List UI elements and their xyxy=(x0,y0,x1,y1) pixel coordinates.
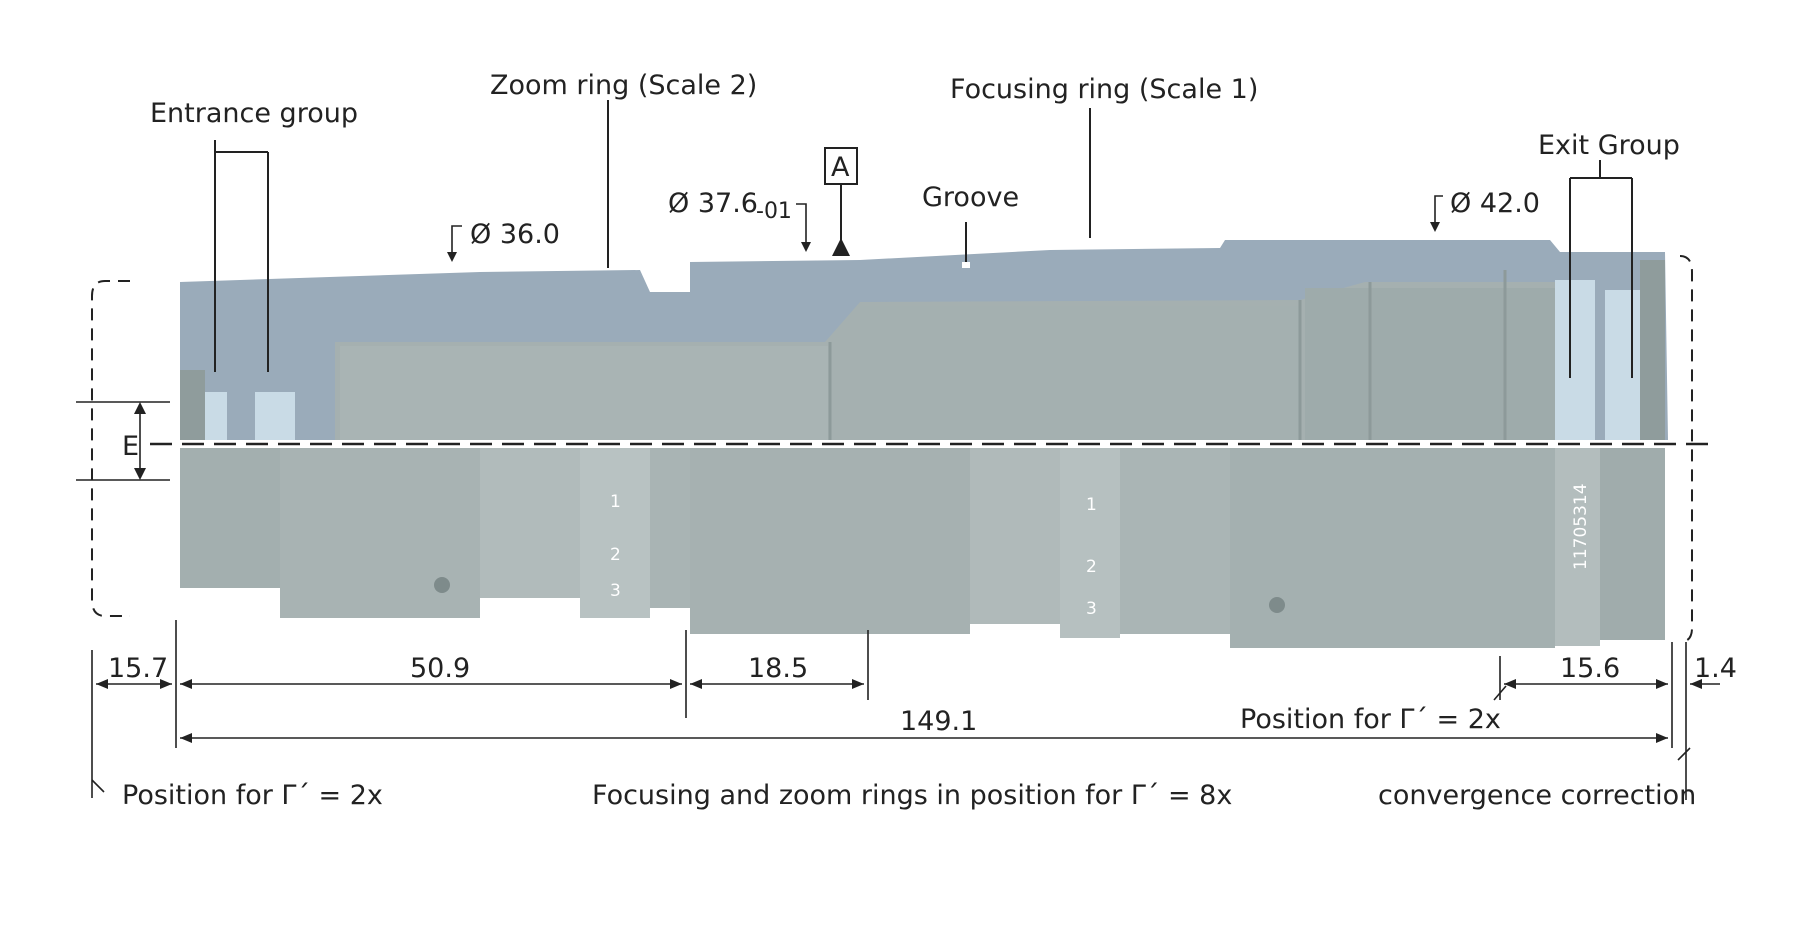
groove-notch xyxy=(962,262,970,268)
body-segment-7 xyxy=(1230,448,1555,648)
zoom-tick-3: 3 xyxy=(610,581,621,601)
label-groove: Groove xyxy=(922,182,1019,213)
zoom-tick-2: 2 xyxy=(610,545,621,565)
exterior-view: 1 2 3 1 2 3 11705314 xyxy=(180,448,1665,648)
label-exit-group: Exit Group xyxy=(1538,130,1680,161)
note-rings: Focusing and zoom rings in position for … xyxy=(592,780,1232,811)
note-position-right: Position for Γ´ = 2x xyxy=(1240,704,1501,735)
dim-15-6: 15.6 xyxy=(1560,653,1620,684)
dim-15-7: 15.7 xyxy=(108,653,168,684)
inner-tube-right xyxy=(1305,288,1555,440)
leaders xyxy=(214,100,1633,378)
body-segment-1 xyxy=(180,448,280,588)
body-segment-3 xyxy=(480,448,580,598)
exit-lens-2 xyxy=(1605,290,1640,440)
inner-tube-left xyxy=(340,346,828,440)
zoom-ring-step xyxy=(650,448,690,608)
exit-outline xyxy=(1679,255,1693,643)
zoom-ring-body xyxy=(580,448,650,618)
cross-section xyxy=(180,240,1668,440)
label-dia-36: Ø 36.0 xyxy=(470,219,560,250)
entrance-lens-2 xyxy=(255,392,295,440)
exit-lens-1 xyxy=(1555,280,1595,440)
body-segment-2 xyxy=(280,448,480,618)
body-segment-5 xyxy=(970,448,1060,624)
dimensions: 15.7 50.9 18.5 15.6 1.4 149.1 xyxy=(91,620,1737,800)
screw-1 xyxy=(434,577,450,593)
inner-tube-mid xyxy=(860,306,1300,440)
label-zoom-ring: Zoom ring (Scale 2) xyxy=(490,70,757,101)
label-datum-a: A xyxy=(831,152,850,183)
dim-50-9: 50.9 xyxy=(410,653,470,684)
label-dia-42: Ø 42.0 xyxy=(1450,188,1540,219)
note-convergence: convergence correction xyxy=(1378,780,1696,811)
e-label: E xyxy=(122,431,139,462)
focus-tick-2: 2 xyxy=(1086,557,1097,577)
note-position-left: Position for Γ´ = 2x xyxy=(122,780,383,811)
entrance-mount xyxy=(180,370,205,440)
serial-number: 11705314 xyxy=(1571,483,1591,570)
entrance-lens-1 xyxy=(205,392,227,440)
label-dia-37: Ø 37.6 xyxy=(668,188,758,219)
body-segment-9 xyxy=(1600,448,1665,640)
label-dia-37-tol: -01 xyxy=(756,199,792,224)
screw-2 xyxy=(1269,597,1285,613)
focus-tick-3: 3 xyxy=(1086,599,1097,619)
dim-1-4: 1.4 xyxy=(1694,653,1737,684)
body-segment-8 xyxy=(1555,448,1600,646)
entrance-outline xyxy=(91,280,130,617)
body-segment-4 xyxy=(690,448,970,634)
dim-18-5: 18.5 xyxy=(748,653,808,684)
label-entrance-group: Entrance group xyxy=(150,98,358,129)
e-marker: E xyxy=(76,401,170,481)
focus-ring-body xyxy=(1060,448,1120,638)
dim-149-1: 149.1 xyxy=(900,706,977,737)
label-focusing-ring: Focusing ring (Scale 1) xyxy=(950,74,1258,105)
focus-tick-1: 1 xyxy=(1086,495,1097,515)
body-segment-6 xyxy=(1120,448,1230,634)
exit-ring xyxy=(1640,260,1665,440)
zoom-tick-1: 1 xyxy=(610,492,621,512)
